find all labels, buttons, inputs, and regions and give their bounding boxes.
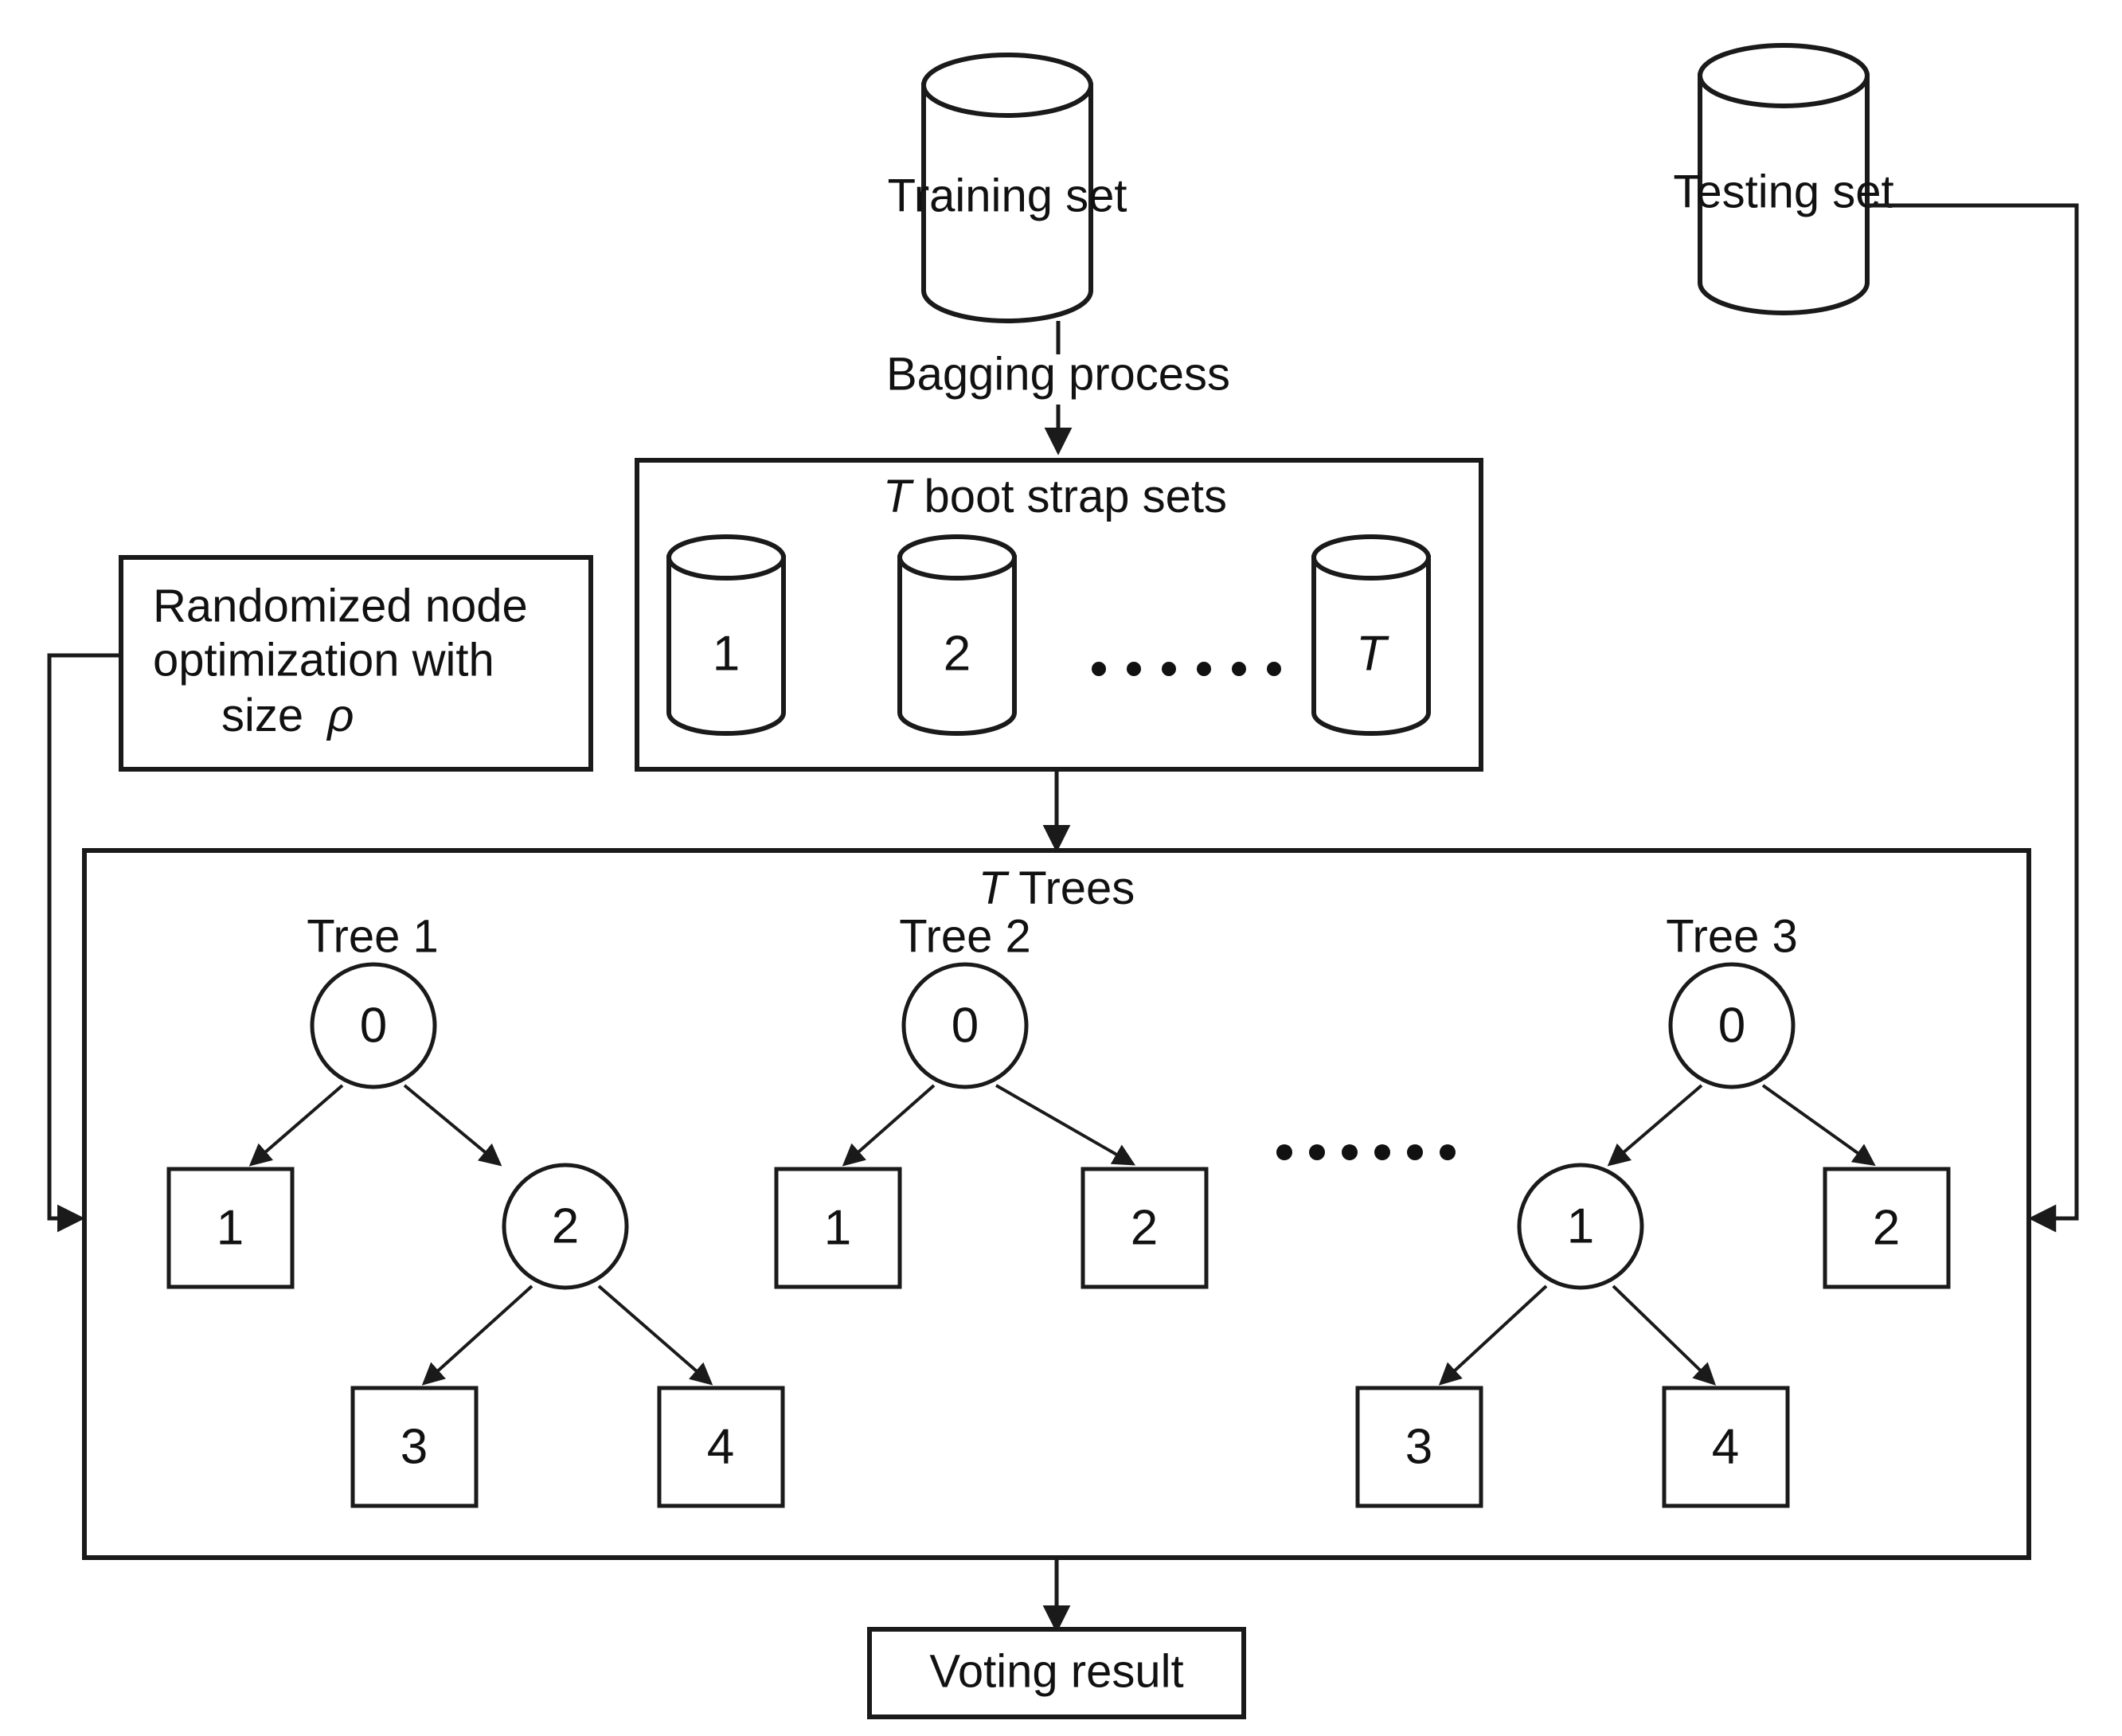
tree-2-node-leaf2-label: 2 xyxy=(1131,1200,1158,1255)
tree-1-link-root-split2 xyxy=(403,1084,502,1167)
voting-result-box: Voting result xyxy=(867,1627,1246,1719)
rho-symbol: ρ xyxy=(326,690,354,741)
tree-2: Tree 2 0 1 2 xyxy=(774,910,1209,1289)
bootstrap-sets-title: T boot strap sets xyxy=(883,471,1227,522)
testing-set-label: Testing set xyxy=(1673,166,1893,217)
bootstrap-title-rest: boot strap sets xyxy=(911,471,1227,522)
tree-1: Tree 1 0 1 2 xyxy=(166,910,785,1508)
randomized-box-line2: optimization with xyxy=(153,634,494,686)
randomized-box-line1: Randomized node xyxy=(153,580,528,631)
trees-box-title: T Trees xyxy=(979,862,1135,914)
tree-3-node-leaf2-label: 2 xyxy=(1873,1200,1900,1255)
bootstrap-cylinder-2-label: 2 xyxy=(944,626,971,681)
trees-title-italic-T: T xyxy=(979,862,1010,914)
tree-2-title: Tree 2 xyxy=(899,910,1030,962)
voting-result-label: Voting result xyxy=(929,1645,1183,1697)
tree-3-node-split1: 1 xyxy=(1517,1163,1644,1290)
tree-1-node-leaf1: 1 xyxy=(166,1167,295,1289)
tree-3-link-split1-leaf4 xyxy=(1612,1284,1717,1386)
tree-1-link-split2-leaf3 xyxy=(421,1284,533,1386)
tree-3-node-root: 0 xyxy=(1668,962,1796,1089)
tree-3-node-root-label: 0 xyxy=(1718,998,1745,1053)
tree-2-node-leaf1: 1 xyxy=(774,1167,902,1289)
bootstrap-cylinder-T: T xyxy=(1311,534,1431,736)
tree-3-node-leaf3: 3 xyxy=(1355,1386,1483,1508)
tree-2-node-leaf1-label: 1 xyxy=(824,1200,851,1255)
tree-2-node-leaf2: 2 xyxy=(1081,1167,1209,1289)
tree-1-node-split2-label: 2 xyxy=(552,1198,579,1253)
tree-3-link-root-split1 xyxy=(1607,1084,1703,1167)
tree-2-link-root-leaf2 xyxy=(995,1084,1136,1166)
tree-1-node-leaf1-label: 1 xyxy=(217,1200,244,1255)
tree-1-node-split2: 2 xyxy=(502,1163,629,1290)
tree-1-node-leaf3-label: 3 xyxy=(401,1419,428,1474)
trees-title-rest: Trees xyxy=(1006,862,1135,914)
tree-2-link-root-leaf1 xyxy=(842,1084,936,1167)
tree-3-node-leaf2: 2 xyxy=(1823,1167,1951,1289)
tree-1-link-root-leaf1 xyxy=(248,1084,344,1167)
bootstrap-cylinder-1: 1 xyxy=(666,534,786,736)
tree-3-node-leaf4: 4 xyxy=(1662,1386,1790,1508)
tree-2-node-root-label: 0 xyxy=(952,998,979,1053)
training-set-label: Training set xyxy=(888,170,1127,221)
tree-3-node-leaf4-label: 4 xyxy=(1712,1419,1739,1474)
trees-ellipsis xyxy=(1276,1144,1456,1160)
randomized-to-trees-connector xyxy=(47,653,121,1233)
tree-1-node-root: 0 xyxy=(310,962,437,1089)
randomized-box-line3: size ρ xyxy=(221,690,354,741)
tree-1-node-leaf3: 3 xyxy=(350,1386,479,1508)
tree-1-node-root-label: 0 xyxy=(360,998,387,1053)
trees-box: T Trees Tree 1 0 1 xyxy=(82,848,2031,1560)
bagging-process-edge: Bagging process xyxy=(886,321,1230,456)
tree-3-title: Tree 3 xyxy=(1666,910,1797,962)
tree-3-link-root-leaf2 xyxy=(1761,1084,1876,1167)
bootstrap-cylinder-1-label: 1 xyxy=(713,626,740,681)
tree-1-node-leaf4-label: 4 xyxy=(707,1419,734,1474)
tree-1-title: Tree 1 xyxy=(307,910,438,962)
bootstrap-cylinder-T-label: T xyxy=(1356,626,1389,681)
tree-3: Tree 3 0 1 2 3 xyxy=(1355,910,1951,1508)
bootstrap-sets-box: T boot strap sets 1 2 xyxy=(635,458,1483,772)
tree-3-node-leaf3-label: 3 xyxy=(1405,1419,1432,1474)
randomized-node-optimization-box: Randomized node optimization with size ρ xyxy=(119,555,593,772)
bootstrap-title-italic-T: T xyxy=(883,471,914,522)
bagging-process-label: Bagging process xyxy=(886,348,1230,400)
tree-3-link-split1-leaf3 xyxy=(1438,1284,1548,1386)
tree-2-node-root: 0 xyxy=(901,962,1029,1089)
tree-3-node-split1-label: 1 xyxy=(1567,1198,1594,1253)
bootstrap-cylinder-2: 2 xyxy=(897,534,1017,736)
randomized-box-size-word: size xyxy=(221,690,316,741)
tree-1-link-split2-leaf4 xyxy=(597,1284,713,1386)
training-set-cylinder: Training set xyxy=(888,53,1127,323)
testing-set-cylinder: Testing set xyxy=(1673,43,1894,315)
tree-1-node-leaf4: 4 xyxy=(657,1386,785,1508)
bootstrap-ellipsis xyxy=(1092,662,1281,676)
testing-to-trees-connector xyxy=(1867,203,2079,1233)
